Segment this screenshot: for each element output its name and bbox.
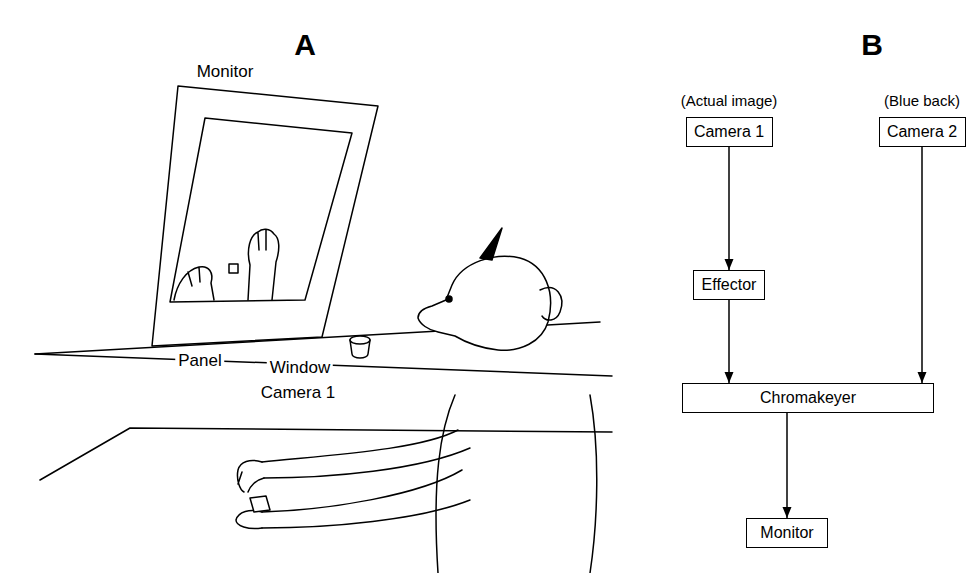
box-label: Monitor — [760, 524, 813, 542]
box-label: Effector — [702, 276, 757, 294]
monkey-ear — [540, 288, 562, 320]
monkey-head — [418, 256, 551, 350]
panel-letter: A — [291, 28, 319, 63]
signal-arrow — [918, 147, 927, 383]
monitor-frame — [152, 86, 378, 346]
monkey-arm-upper — [262, 430, 470, 478]
arrow-head — [918, 372, 927, 383]
window-rim — [350, 336, 370, 344]
part-label: Camera 1 — [258, 383, 339, 403]
process-box: Effector — [693, 270, 765, 300]
box-heading: (Actual image) — [681, 92, 778, 109]
box-label: Chromakeyer — [760, 389, 856, 407]
box-label: Camera 1 — [694, 123, 764, 141]
monitor-screen — [170, 118, 352, 302]
connector-line — [728, 147, 730, 270]
screen-object — [229, 264, 238, 273]
screen-hand-right — [248, 229, 279, 300]
process-box: Monitor — [746, 518, 828, 548]
signal-arrow — [725, 147, 734, 270]
box-heading: (Blue back) — [884, 92, 960, 109]
held-object — [250, 496, 270, 512]
monkey-body — [436, 395, 597, 573]
box-label: Camera 2 — [887, 123, 957, 141]
monkey-hand-upper — [237, 460, 264, 492]
desk-edge — [40, 428, 612, 480]
process-box: (Actual image)Camera 1 — [686, 117, 773, 147]
part-label: Panel — [175, 351, 224, 371]
part-label: Window — [267, 358, 333, 378]
arrow-head — [725, 259, 734, 270]
monkey-hand-lower — [236, 510, 262, 528]
connector-line — [786, 413, 788, 518]
process-box: Chromakeyer — [682, 383, 934, 413]
monkey-arm-lower — [262, 470, 470, 528]
connector-line — [921, 147, 923, 383]
arrow-head — [725, 372, 734, 383]
screen-hand-left — [174, 267, 214, 300]
part-label: Monitor — [194, 62, 257, 82]
head-marker — [480, 228, 502, 260]
arrow-head — [783, 507, 792, 518]
process-box: (Blue back)Camera 2 — [879, 117, 966, 147]
signal-arrow — [783, 413, 792, 518]
connector-line — [728, 300, 730, 383]
panel-letter: B — [858, 28, 886, 63]
signal-arrow — [725, 300, 734, 383]
monkey-eye — [446, 296, 452, 302]
